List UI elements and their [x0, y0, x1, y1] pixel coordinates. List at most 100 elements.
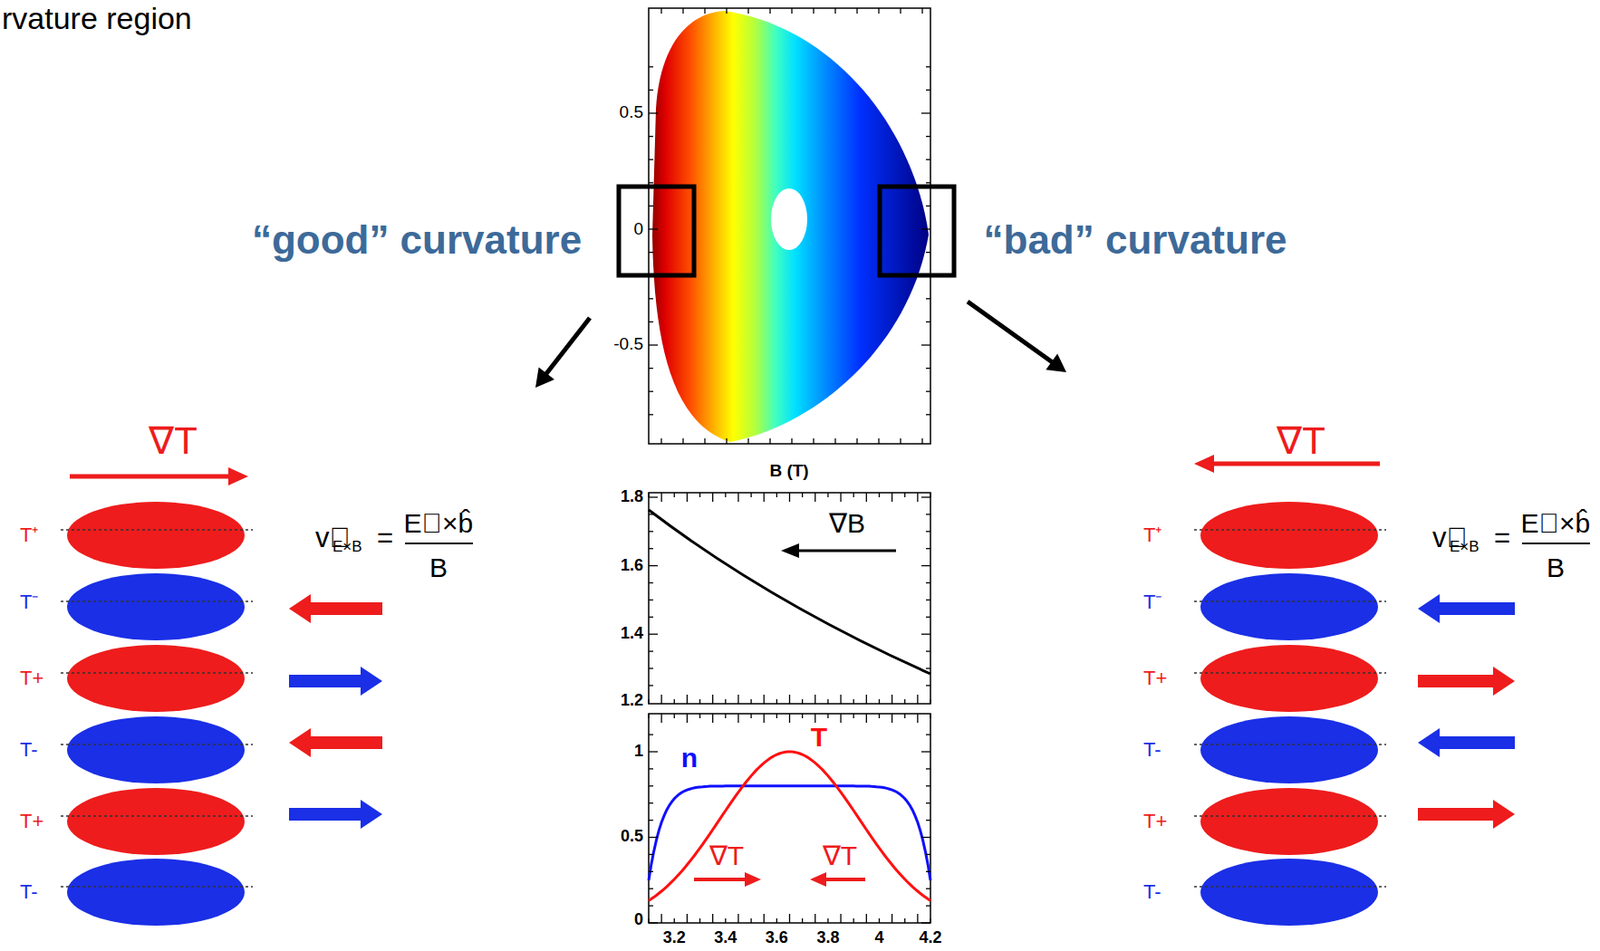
- axis-tick: [925, 616, 931, 618]
- axis-tick: [891, 713, 893, 723]
- text-label: B (T): [769, 462, 809, 482]
- text-label: T⁺: [1143, 524, 1162, 547]
- axis-tick: [648, 251, 654, 253]
- axis-tick: [763, 694, 765, 704]
- axis-tick: [925, 182, 931, 184]
- axis-tick: [925, 768, 931, 770]
- convection-cell: [1200, 501, 1379, 569]
- text-label: T-: [1143, 881, 1162, 904]
- axis-tick: [648, 768, 654, 770]
- axis-tick: [648, 582, 654, 584]
- axis-tick: [647, 918, 649, 924]
- dashed-line: [1194, 743, 1387, 746]
- axis-tick: [763, 713, 765, 723]
- arrow-shaft: [309, 736, 383, 750]
- axis-tick: [866, 492, 868, 502]
- axis-tick: [839, 713, 841, 723]
- axis-tick: [853, 918, 855, 924]
- axis-tick: [827, 699, 829, 704]
- axis-tick: [856, 8, 858, 14]
- arrow-shaft: [289, 808, 362, 821]
- axis-tick: [737, 914, 739, 924]
- text-label: rvature region: [1, 1, 193, 36]
- text-label: =: [376, 522, 394, 554]
- text-label: B: [1546, 552, 1565, 583]
- axis-tick: [814, 492, 816, 502]
- dashed-line: [1194, 886, 1387, 888]
- arrow-head: [1493, 800, 1515, 829]
- axis-tick: [925, 135, 931, 137]
- arrow-shaft: [1417, 808, 1494, 821]
- arrow-head: [809, 872, 827, 887]
- axis-tick: [699, 918, 701, 924]
- dashed-line: [60, 529, 253, 531]
- text-label: E⃗×b̂: [1521, 508, 1591, 539]
- text-label: T: [810, 722, 828, 752]
- b-curve: [648, 510, 931, 675]
- plot-frame: [648, 713, 931, 924]
- text-label: “good” curvature: [251, 218, 582, 262]
- axis-tick: [648, 888, 654, 890]
- axis-tick: [648, 785, 654, 787]
- text-label: 0: [634, 911, 644, 930]
- arrow-head: [1194, 454, 1215, 473]
- axis-tick: [812, 8, 814, 14]
- axis-tick: [827, 918, 829, 924]
- arrow-head: [1417, 728, 1440, 758]
- dashed-line: [60, 672, 253, 675]
- axis-tick: [648, 751, 658, 752]
- axis-tick: [660, 492, 662, 502]
- axis-tick: [877, 438, 879, 444]
- text-label: T⁻: [19, 591, 39, 614]
- axis-tick: [769, 438, 771, 444]
- axis-tick: [674, 713, 675, 719]
- axis-tick: [789, 492, 791, 502]
- text-label: 1.8: [620, 488, 644, 507]
- arrow-shaft: [1438, 602, 1515, 616]
- axis-tick: [925, 582, 931, 584]
- arrows: [69, 301, 1515, 887]
- text-label: T-: [1143, 739, 1162, 762]
- arrow-shaft: [967, 301, 1053, 363]
- axis-tick: [648, 634, 658, 636]
- axis-tick: [660, 438, 662, 444]
- axis-tick: [839, 694, 841, 704]
- convection-cell: [67, 858, 245, 926]
- axis-tick: [682, 438, 684, 444]
- axis-tick: [929, 699, 931, 704]
- text-label: ∇T: [1276, 420, 1326, 463]
- axis-tick: [699, 492, 701, 498]
- text-label: 3.6: [765, 929, 789, 948]
- axis-tick: [925, 530, 931, 532]
- axis-tick: [925, 298, 931, 299]
- axis-tick: [724, 699, 726, 704]
- cell-stack: [60, 501, 253, 926]
- axis-tick: [725, 8, 727, 14]
- axis-tick: [648, 66, 654, 68]
- axis-tick: [648, 89, 654, 91]
- axis-tick: [801, 699, 803, 704]
- axis-tick: [921, 837, 931, 839]
- text-label: 1: [634, 742, 644, 762]
- axis-tick: [790, 8, 792, 14]
- axis-tick: [648, 298, 654, 299]
- axis-tick: [789, 914, 791, 924]
- axis-tick: [878, 492, 880, 498]
- axis-tick: [647, 492, 649, 498]
- axis-tick: [686, 492, 688, 502]
- axis-tick: [648, 922, 658, 924]
- axis-tick: [660, 914, 662, 924]
- text-label: ∇T: [148, 420, 198, 463]
- axis-tick: [699, 699, 701, 704]
- axis-tick: [648, 854, 654, 856]
- axis-tick: [776, 918, 778, 924]
- axis-tick: [866, 914, 868, 924]
- text-label: 0: [633, 220, 644, 240]
- axis-tick: [891, 694, 893, 704]
- axis-tick: [660, 694, 662, 704]
- axis-tick: [648, 819, 654, 821]
- axis-tick: [916, 914, 918, 924]
- text-label: E×B: [332, 539, 363, 557]
- text-label: T-: [19, 881, 39, 904]
